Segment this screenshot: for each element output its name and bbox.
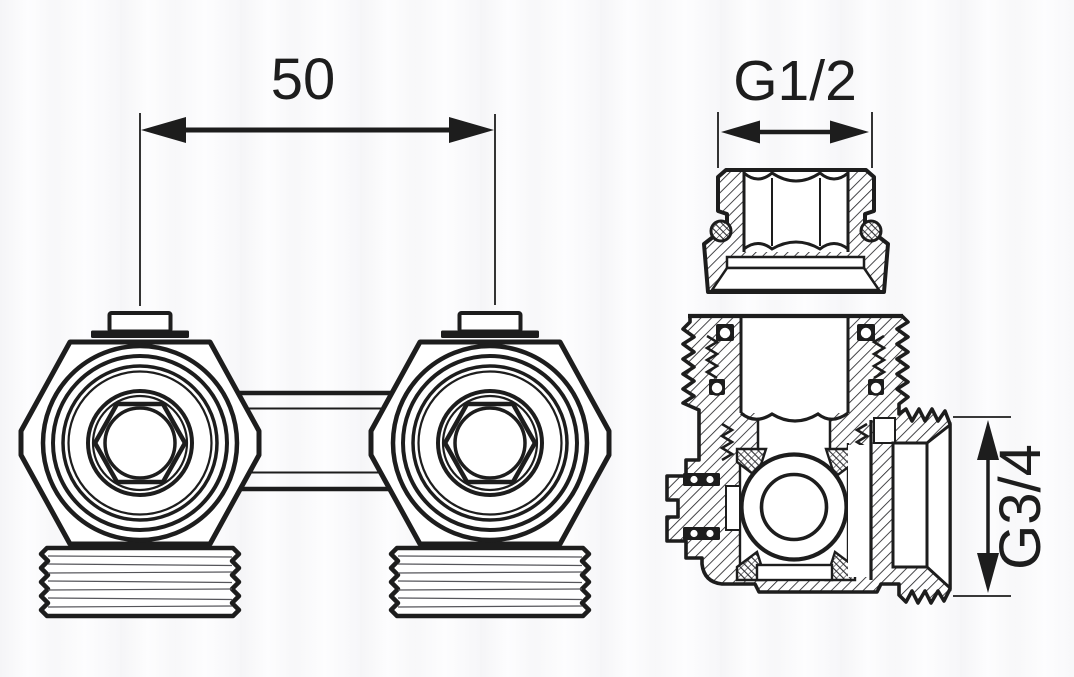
arrowhead-up-icon [977, 420, 999, 460]
stub-seal-top [683, 473, 720, 486]
nut-bore [744, 172, 848, 252]
thread-end-face [891, 441, 929, 569]
seal-ball-icon [868, 380, 884, 396]
dim-center-distance: 50 [139, 47, 496, 306]
ball-bore [759, 472, 829, 542]
valve-port-right [371, 313, 609, 616]
section-view: G1/2 [665, 49, 1053, 605]
dimension-label-center-distance: 50 [271, 47, 336, 112]
thread-end-chamfer [925, 421, 952, 592]
stub-seal-bottom [683, 527, 720, 540]
arrowhead-down-icon [977, 553, 999, 593]
arrowhead-left-icon [141, 117, 186, 143]
union-nut-section [702, 168, 890, 294]
seal-ball-icon [717, 325, 733, 341]
valve-body-section [665, 313, 952, 605]
thread-crests-bottom [743, 240, 849, 251]
dim-top-thread: G1/2 [717, 49, 873, 168]
front-view: 50 [21, 47, 609, 616]
arrowhead-left-icon [721, 120, 760, 144]
dimension-label-side-thread: G3/4 [988, 444, 1053, 570]
lower-passage [755, 563, 834, 582]
dim-side-thread: G3/4 [953, 416, 1053, 597]
left-stub [683, 473, 741, 540]
seal-dot-icon [690, 529, 698, 538]
seal-dot-icon [706, 529, 714, 538]
top-port-bore [741, 316, 848, 413]
o-ring-right-icon [859, 219, 883, 243]
nut-skirt-interior [709, 266, 882, 292]
seal-ball-icon [858, 325, 874, 341]
arrowhead-right-icon [449, 117, 494, 143]
nut-face-washer [725, 255, 866, 270]
insert-thread-profiles [704, 334, 887, 462]
o-ring-left-icon [709, 219, 733, 243]
seal-dot-icon [690, 475, 698, 484]
port-seat-scallop [739, 411, 849, 423]
dimension-label-top-thread: G1/2 [733, 49, 857, 113]
seal-dot-icon [706, 475, 714, 484]
valve-port-left [21, 313, 259, 616]
port-seals [709, 324, 884, 396]
stem-guide [758, 413, 830, 450]
arrowhead-right-icon [830, 120, 869, 144]
stub-passage [725, 485, 741, 531]
connector-bars [225, 390, 405, 492]
seal-ball-icon [709, 380, 725, 396]
thread-relief-notch [873, 417, 896, 444]
thread-crests-top [743, 171, 849, 183]
outlet-channel [848, 445, 871, 577]
